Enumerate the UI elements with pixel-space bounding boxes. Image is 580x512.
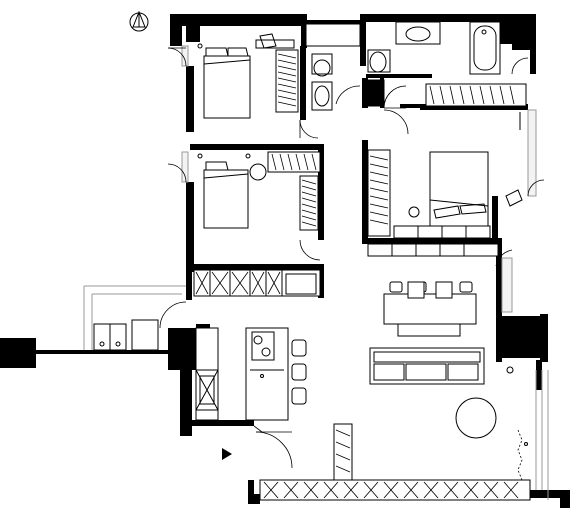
kitchen <box>195 327 353 481</box>
left-terrace <box>83 285 187 351</box>
interior-walls <box>186 14 528 490</box>
living-dining <box>369 249 549 500</box>
entrance-arrow-icon <box>222 448 232 460</box>
bathroom-2 <box>367 21 529 109</box>
bedroom-2 <box>167 151 321 261</box>
exterior-walls <box>0 14 570 508</box>
bathroom-1 <box>305 23 361 111</box>
storage-cabinets <box>193 243 499 297</box>
bedroom-1 <box>167 33 319 139</box>
north-arrow-icon <box>129 10 149 32</box>
master-bedroom <box>367 83 545 239</box>
bottom-cabinets <box>259 479 531 501</box>
